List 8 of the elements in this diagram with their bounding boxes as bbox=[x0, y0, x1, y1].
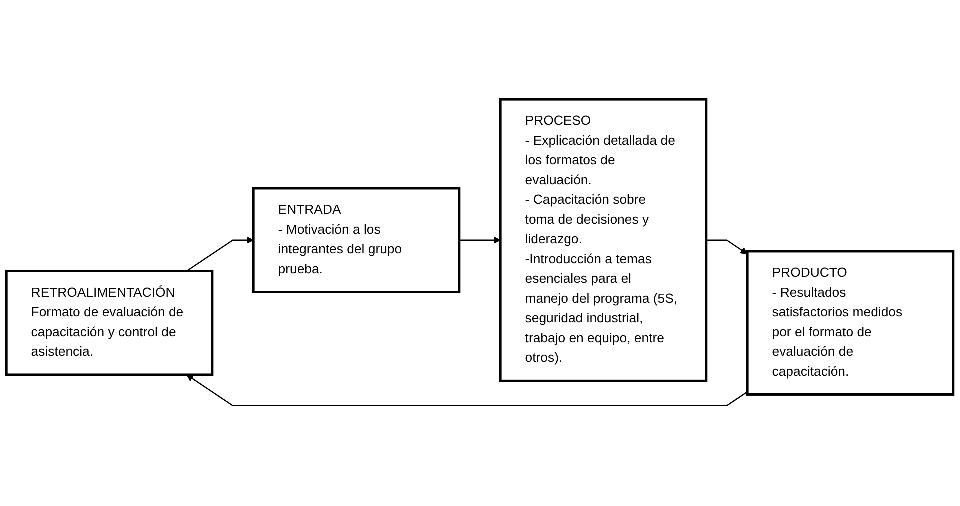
node-box: PRODUCTO - Resultados satisfactorios medidos por el formato de evaluación de capacitación. bbox=[746, 250, 955, 396]
node-box: PROCESO - Explicación detallada de los formatos de evaluación. - Capacitación sobre toma de decisiones y liderazgo. -Introducción a temas esenciales para el manejo del programa (5S, seguridad industrial, trabajo en equipo, entre otros). bbox=[499, 98, 708, 383]
arrow bbox=[186, 237, 254, 272]
node-box: ENTRADA - Motivación a los integrantes del grupo prueba. bbox=[252, 188, 461, 294]
arrow bbox=[459, 237, 501, 244]
arrow bbox=[706, 240, 748, 255]
node-box: RETROALIMENTACIÓN Formato de evaluación de capacitación y control de asistencia. bbox=[5, 270, 214, 376]
arrow bbox=[186, 374, 748, 407]
